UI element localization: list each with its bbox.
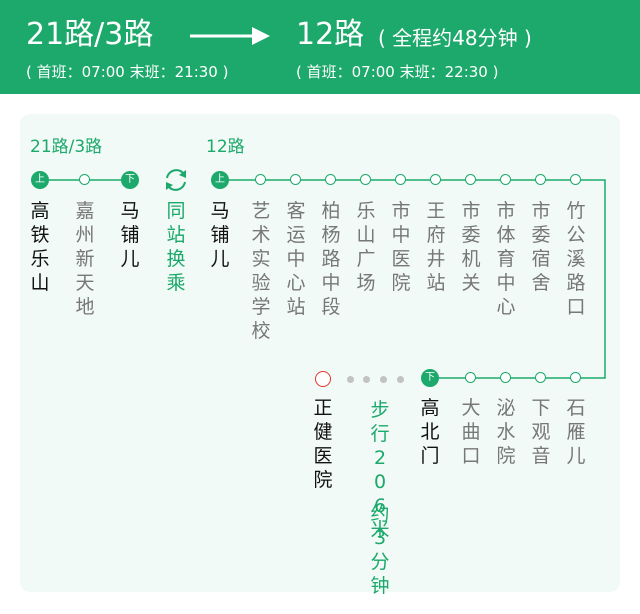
- destination-route: 12路: [296, 17, 365, 52]
- walk-dot: [347, 376, 354, 383]
- origin-routes: 21路/3路: [26, 17, 154, 52]
- stop-intermediate: 下观音: [531, 397, 551, 467]
- alight-badge: 下: [421, 369, 439, 387]
- stop-dot: [465, 174, 476, 185]
- stop-boarding: 高铁乐山: [30, 200, 50, 294]
- destination-route-times: ( 首班：07:00 末班：22:30 ): [296, 63, 499, 81]
- stop-dot: [570, 174, 581, 185]
- stop-intermediate: 市委机关: [461, 200, 481, 294]
- stop-dot: [535, 174, 546, 185]
- route-a-label: 21路/3路: [30, 137, 103, 157]
- stop-intermediate: 市委宿舍: [531, 200, 551, 294]
- stop-intermediate: 柏杨路中段: [321, 200, 341, 318]
- stop-intermediate: 市中医院: [391, 200, 411, 294]
- stop-intermediate: 艺术实验学校: [251, 200, 271, 342]
- walk-dot: [363, 376, 370, 383]
- stop-intermediate: 客运中心站: [286, 200, 306, 318]
- stop-intermediate: 王府井站: [426, 200, 446, 294]
- stop-intermediate: 竹公溪路口: [566, 200, 586, 318]
- walk-distance: 步行206米: [370, 399, 390, 541]
- route-header: 21路/3路 12路 ( 全程约48分钟 ) ( 首班：07:00 末班：21:…: [0, 0, 640, 94]
- destination-name: 正健医院: [313, 397, 333, 491]
- stop-boarding: 马铺儿: [210, 200, 230, 270]
- stop-dot: [325, 174, 336, 185]
- stop-intermediate: 泌水院: [496, 397, 516, 467]
- origin-route-times: ( 首班：07:00 末班：21:30 ): [26, 63, 229, 81]
- stop-dot: [535, 372, 546, 383]
- board-badge: 上: [211, 171, 229, 189]
- transfer-label: 同站换乘: [166, 200, 186, 294]
- right-arrow-icon: [190, 27, 270, 45]
- stop-intermediate: 嘉州新天地: [75, 200, 95, 318]
- stop-dot: [395, 174, 406, 185]
- walk-time: 约3分钟: [370, 503, 390, 597]
- stop-intermediate: 市体育中心: [496, 200, 516, 318]
- stop-dot: [290, 174, 301, 185]
- route-diagram-card: [20, 114, 620, 592]
- transfer-icon: [166, 169, 186, 191]
- stop-intermediate: 石雁儿: [566, 397, 586, 467]
- stop-intermediate: 乐山广场: [356, 200, 376, 294]
- stop-intermediate: 大曲口: [461, 397, 481, 467]
- stop-dot: [255, 174, 266, 185]
- route-b-line: [220, 179, 606, 379]
- stop-dot: [430, 174, 441, 185]
- board-badge: 上: [31, 171, 49, 189]
- stop-dot: [465, 372, 476, 383]
- stop-dot: [79, 174, 90, 185]
- route-b-label: 12路: [206, 137, 245, 157]
- stop-alighting: 高北门: [420, 397, 440, 467]
- stop-dot: [360, 174, 371, 185]
- stop-transfer-alight: 马铺儿: [120, 200, 140, 270]
- alight-badge: 下: [121, 171, 139, 189]
- walk-dot: [397, 376, 404, 383]
- stop-dot: [500, 174, 511, 185]
- stop-dot: [570, 372, 581, 383]
- destination-marker-icon: [315, 371, 331, 387]
- total-duration: ( 全程约48分钟 ): [378, 26, 532, 50]
- stop-dot: [500, 372, 511, 383]
- walk-dot: [380, 376, 387, 383]
